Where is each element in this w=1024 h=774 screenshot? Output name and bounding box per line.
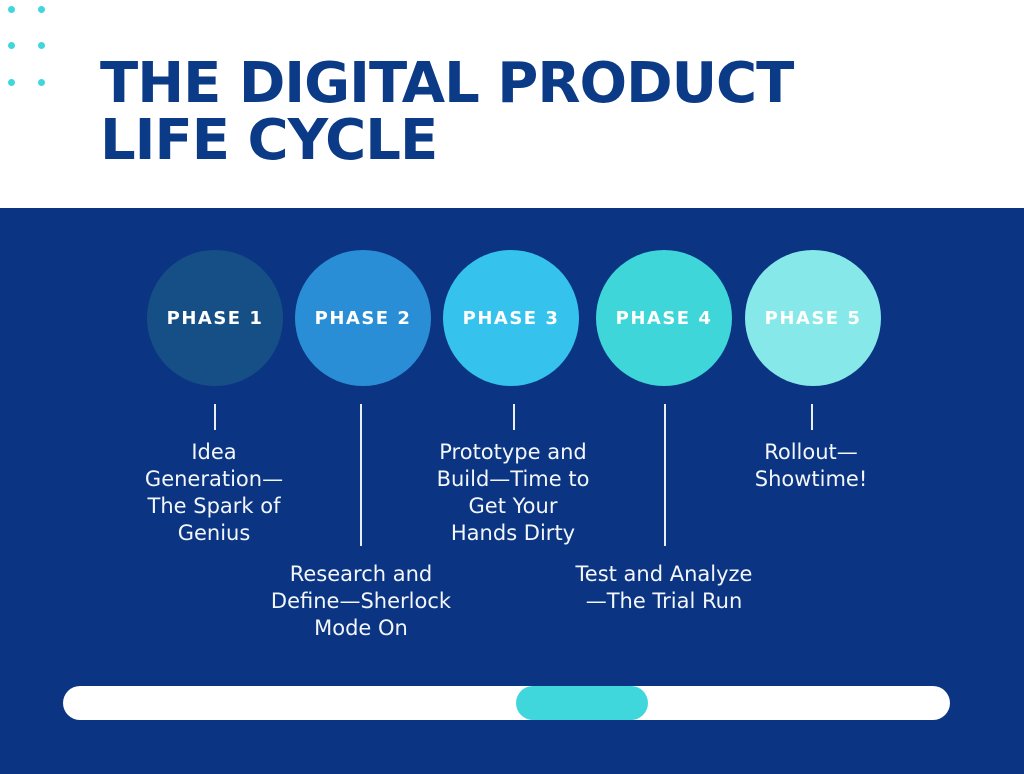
phase-1-connector bbox=[214, 404, 216, 430]
phase-5-description: Rollout— Showtime! bbox=[754, 440, 868, 491]
phase-3-description: Prototype and Build—Time to Get Your Han… bbox=[436, 440, 590, 545]
phase-2-connector bbox=[360, 404, 362, 546]
decorative-dots bbox=[0, 0, 60, 100]
phase-5-circle: PHASE 5 bbox=[745, 250, 881, 386]
phase-3-connector bbox=[513, 404, 515, 430]
title-line-1: THE DIGITAL PRODUCT bbox=[100, 51, 794, 116]
accent-dot bbox=[8, 6, 15, 13]
phase-4-connector bbox=[664, 404, 666, 546]
page-title: THE DIGITAL PRODUCT LIFE CYCLE bbox=[100, 51, 794, 173]
phase-1-circle: PHASE 1 bbox=[147, 250, 283, 386]
phase-2-label: PHASE 2 bbox=[314, 307, 412, 329]
accent-dot bbox=[8, 79, 15, 86]
phase-4-circle: PHASE 4 bbox=[596, 250, 732, 386]
accent-dot bbox=[38, 6, 45, 13]
phase-5-connector bbox=[811, 404, 813, 430]
phase-4-description: Test and Analyze —The Trial Run bbox=[575, 562, 753, 613]
scrollbar-thumb[interactable] bbox=[516, 686, 648, 720]
scrollbar-track[interactable] bbox=[63, 686, 950, 720]
accent-dot bbox=[8, 42, 15, 49]
phase-2-circle: PHASE 2 bbox=[295, 250, 431, 386]
accent-dot bbox=[38, 42, 45, 49]
phase-4-label: PHASE 4 bbox=[615, 307, 713, 329]
phase-2-description: Research and Define—Sherlock Mode On bbox=[270, 562, 452, 640]
title-line-2: LIFE CYCLE bbox=[100, 108, 438, 173]
phase-1-label: PHASE 1 bbox=[166, 307, 264, 329]
accent-dot bbox=[38, 79, 45, 86]
phase-1-description: Idea Generation— The Spark of Genius bbox=[144, 440, 284, 545]
phase-3-label: PHASE 3 bbox=[462, 307, 560, 329]
phase-3-circle: PHASE 3 bbox=[443, 250, 579, 386]
phase-5-label: PHASE 5 bbox=[764, 307, 862, 329]
